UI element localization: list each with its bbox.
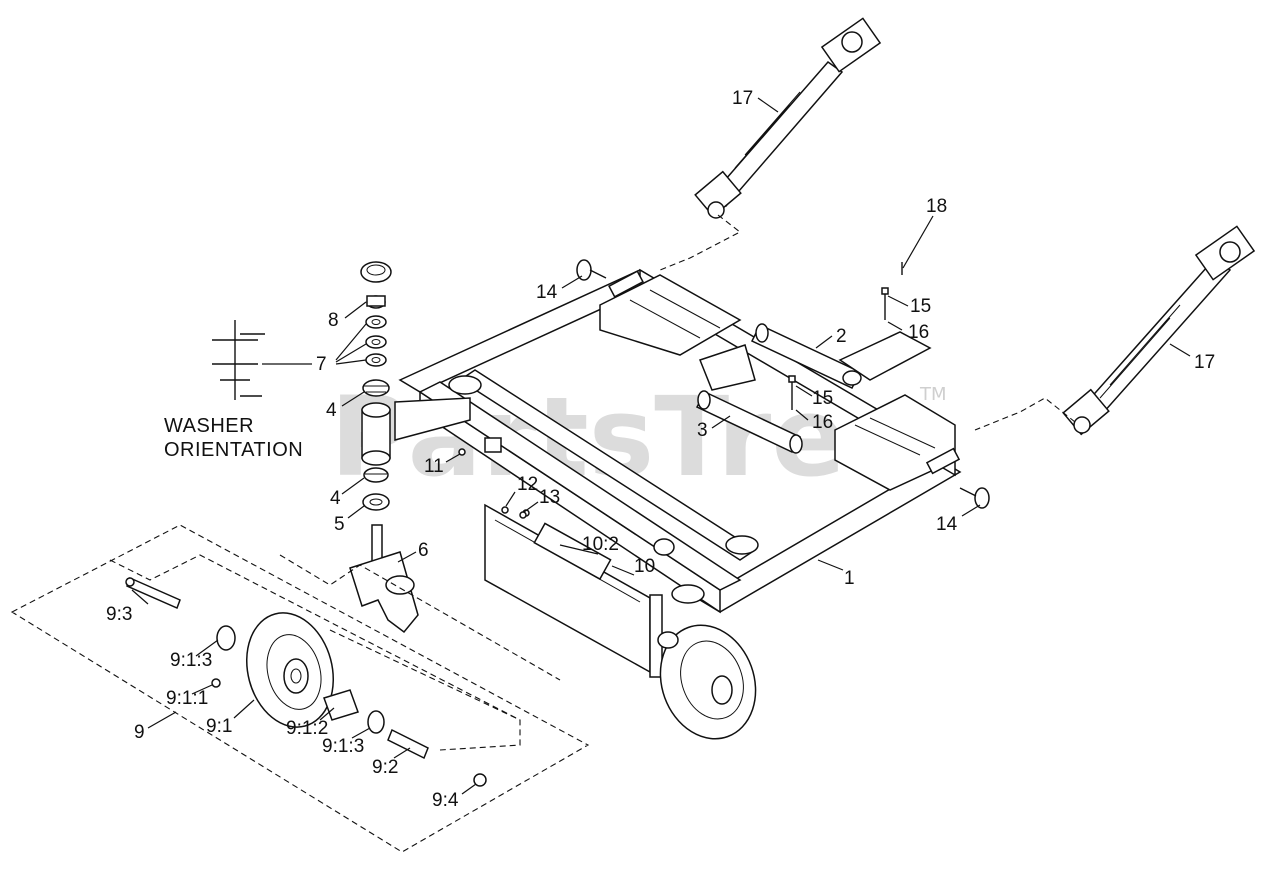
callout-labels: 17 17 18 14 14 15 15 16 16 2 3 1 8 7 4 4… bbox=[106, 88, 1215, 811]
caster-fork[interactable] bbox=[349, 524, 419, 634]
callout-13: 13 bbox=[539, 487, 560, 508]
callout-9-1: 9:1 bbox=[206, 716, 232, 737]
pin-upper[interactable] bbox=[881, 262, 903, 320]
bearing-upper[interactable] bbox=[362, 379, 390, 397]
callout-5: 5 bbox=[334, 514, 345, 535]
callout-9-2: 9:2 bbox=[372, 757, 398, 778]
shaft-upper-routing bbox=[659, 214, 742, 271]
wheel-nut[interactable] bbox=[473, 773, 487, 787]
callout-9: 9 bbox=[134, 722, 145, 743]
callout-16: 16 bbox=[812, 412, 833, 433]
deck-panel[interactable] bbox=[484, 503, 663, 678]
seal[interactable] bbox=[362, 493, 390, 511]
callout-16: 16 bbox=[908, 322, 929, 343]
callout-1: 1 bbox=[844, 568, 855, 589]
lift-shaft[interactable] bbox=[699, 323, 932, 391]
callout-3: 3 bbox=[697, 420, 708, 441]
bolt-small[interactable] bbox=[458, 448, 527, 519]
callout-9-3: 9:3 bbox=[106, 604, 132, 625]
leader-lines bbox=[131, 97, 1191, 795]
callout-17: 17 bbox=[732, 88, 753, 109]
callout-14: 14 bbox=[936, 514, 958, 535]
bolt-right[interactable] bbox=[959, 487, 990, 509]
callout-14: 14 bbox=[536, 282, 558, 303]
washers[interactable] bbox=[365, 315, 387, 367]
bolt-rear[interactable] bbox=[576, 259, 607, 281]
spacer[interactable] bbox=[366, 295, 386, 309]
wheel-bearing[interactable] bbox=[216, 625, 385, 734]
callout-18: 18 bbox=[926, 196, 947, 217]
main-frame[interactable] bbox=[394, 268, 962, 614]
washer-orientation-sketch bbox=[212, 320, 265, 400]
svg-text:TM: TM bbox=[919, 384, 947, 405]
callout-2: 2 bbox=[836, 326, 847, 347]
rear-wheel[interactable] bbox=[645, 612, 771, 752]
callout-9-1-1: 9:1:1 bbox=[166, 688, 208, 709]
callout-10: 10 bbox=[634, 556, 655, 577]
dust-cap[interactable] bbox=[360, 261, 392, 283]
wheel-bolt[interactable] bbox=[387, 728, 429, 760]
callout-15: 15 bbox=[812, 388, 833, 409]
drive-shaft-lower[interactable] bbox=[1062, 225, 1256, 436]
shaft-lower-routing bbox=[974, 397, 1076, 431]
callout-8: 8 bbox=[328, 310, 339, 331]
grease-fitting[interactable] bbox=[211, 678, 221, 688]
callout-9-4: 9:4 bbox=[432, 790, 459, 811]
callout-9-1-2: 9:1:2 bbox=[286, 718, 328, 739]
callout-9-1-3: 9:1:3 bbox=[170, 650, 212, 671]
callout-12: 12 bbox=[517, 474, 538, 495]
pin-lower[interactable] bbox=[788, 375, 796, 410]
washer-orientation-note: WASHER ORIENTATION bbox=[164, 415, 303, 461]
wheel-axle[interactable] bbox=[125, 576, 181, 610]
callout-4: 4 bbox=[326, 400, 337, 421]
callout-11: 11 bbox=[424, 456, 444, 477]
bearing-lower[interactable] bbox=[363, 467, 389, 483]
note-line-1: WASHER bbox=[164, 415, 254, 437]
callout-10-2: 10:2 bbox=[582, 534, 619, 555]
frame-plate bbox=[484, 437, 502, 453]
note-line-2: ORIENTATION bbox=[164, 439, 303, 461]
callout-4: 4 bbox=[330, 488, 341, 509]
callout-7: 7 bbox=[316, 354, 327, 375]
caster-housing[interactable] bbox=[361, 402, 391, 466]
callout-6: 6 bbox=[418, 540, 429, 561]
callout-15: 15 bbox=[910, 296, 931, 317]
pivot-shaft[interactable] bbox=[695, 390, 803, 454]
drive-shaft-upper[interactable] bbox=[694, 17, 882, 219]
callout-17: 17 bbox=[1194, 352, 1215, 373]
wheel-assembly-box bbox=[10, 524, 590, 853]
front-wheel[interactable] bbox=[234, 603, 345, 737]
panel-bushing[interactable] bbox=[653, 538, 675, 556]
callout-9-1-3: 9:1:3 bbox=[322, 736, 364, 757]
